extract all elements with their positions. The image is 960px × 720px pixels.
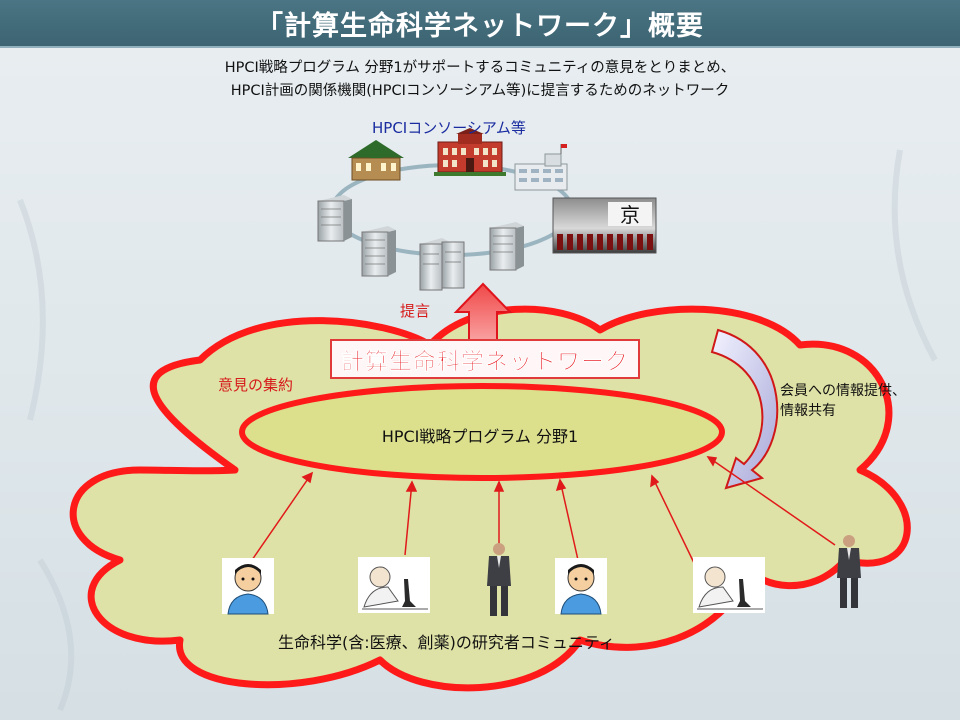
info-sharing-label-line2: 情報共有 — [780, 403, 836, 419]
k-computer-icon: 京 — [552, 197, 657, 254]
microscope-scientist-icon — [693, 557, 765, 613]
program-ellipse — [239, 383, 725, 481]
contribution-arrows — [251, 456, 836, 566]
title-bar: 「計算生命科学ネットワーク」概要 — [0, 0, 960, 48]
researcher-avatar-icon — [222, 558, 274, 615]
server-icon — [419, 238, 465, 291]
network-name-box: 計算生命科学ネットワーク — [330, 339, 640, 379]
server-icon — [489, 222, 524, 271]
microscope-scientist-icon — [358, 557, 430, 613]
proposal-label: 提言 — [400, 302, 431, 320]
researcher-avatar-icon — [555, 558, 607, 615]
background-decoration — [17, 149, 938, 712]
subtitle-line1: HPCI戦略プログラム 分野1がサポートするコミュニティの意見をとりまとめ、 — [224, 60, 736, 76]
page-title: 「計算生命科学ネットワーク」概要 — [256, 10, 704, 42]
opinion-aggregation-label: 意見の集約 — [218, 376, 294, 394]
server-icon — [361, 226, 396, 277]
businessman-icon — [837, 535, 861, 608]
info-sharing-label-line1: 会員への情報提供、 — [780, 383, 906, 399]
consortium-label: HPCIコンソーシアム等 — [372, 119, 526, 137]
network-name: 計算生命科学ネットワーク — [341, 349, 629, 375]
subtitle-line2: HPCI計画の関係機関(HPCIコンソーシアム等)に提言するためのネットワーク — [230, 83, 730, 99]
office-building-icon — [514, 144, 568, 191]
info-sharing-label: 会員への情報提供、 情報共有 — [780, 381, 906, 421]
k-computer-label: 京 — [620, 203, 640, 227]
red-brick-building-icon — [434, 128, 506, 176]
info-sharing-curved-arrow — [710, 328, 779, 490]
server-icon — [317, 195, 352, 242]
businessman-icon — [487, 543, 511, 616]
program-label: HPCI戦略プログラム 分野1 — [381, 427, 579, 446]
community-label: 生命科学(含:医療、創薬)の研究者コミュニティ — [278, 633, 615, 652]
university-building-icon — [348, 140, 404, 181]
